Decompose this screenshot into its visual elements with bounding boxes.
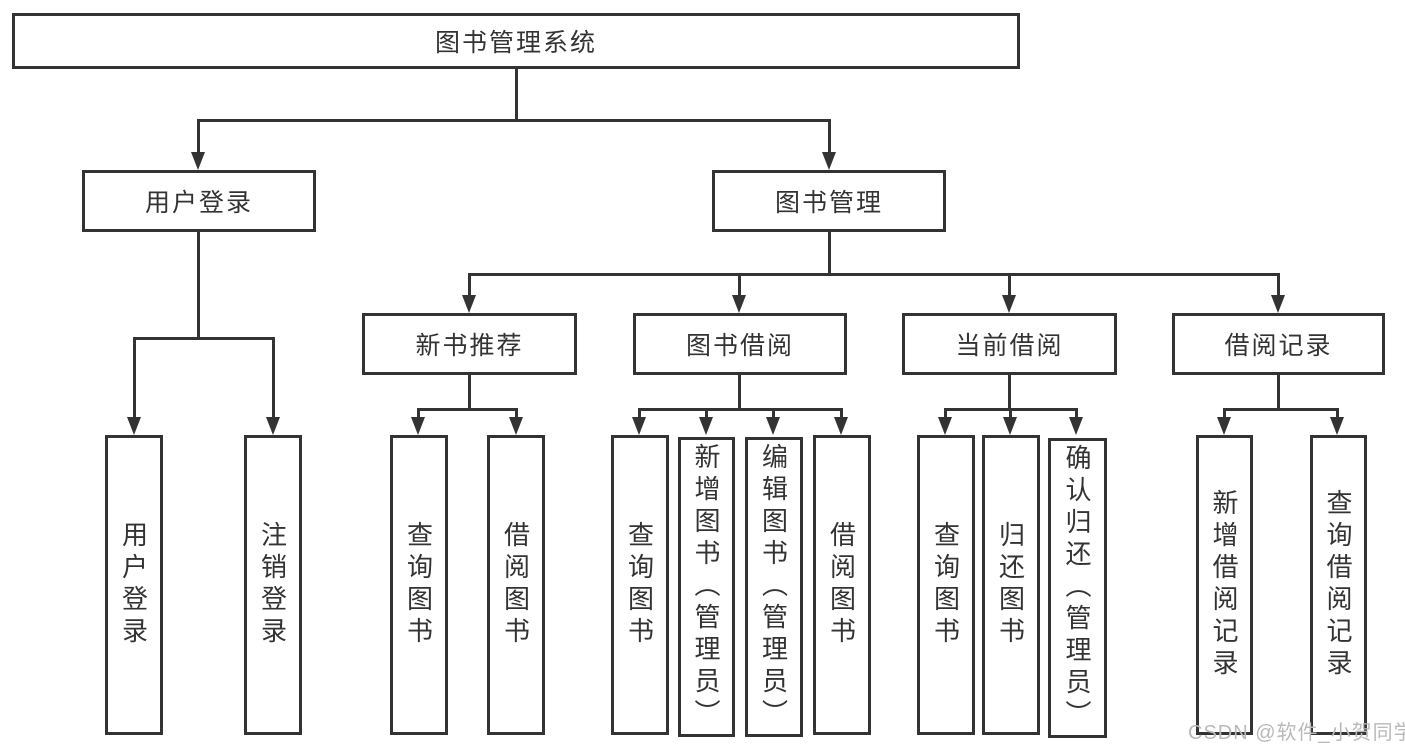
arrow-down-icon — [732, 295, 746, 313]
connector-line — [840, 408, 843, 422]
node-user-login: 用户登录 — [82, 170, 316, 232]
connector-line — [417, 408, 420, 422]
arrow-down-icon — [822, 152, 836, 170]
node-new-book-recommend: 新书推荐 — [362, 313, 577, 375]
csdn-watermark: CSDN @软件_小贺同学 — [1188, 722, 1405, 744]
connector-line — [738, 375, 741, 411]
arrow-down-icon — [1003, 417, 1017, 435]
connector-line — [515, 69, 518, 122]
connector-line — [133, 337, 136, 421]
arrow-down-icon — [411, 417, 425, 435]
leaf-user-login: 用户登录 — [105, 435, 163, 735]
leaf-borrow-books: 借阅图书 — [813, 435, 871, 735]
connector-line — [1008, 273, 1011, 299]
arrow-down-icon — [1069, 417, 1083, 435]
leaf-add-borrow-record: 新增借阅记录 — [1196, 435, 1253, 735]
connector-line — [738, 273, 741, 299]
arrow-down-icon — [834, 417, 848, 435]
connector-line — [638, 408, 641, 422]
connector-line — [944, 408, 947, 422]
arrow-down-icon — [509, 417, 523, 435]
connector-line — [1277, 375, 1280, 411]
connector-line — [468, 273, 471, 299]
connector-line — [638, 408, 843, 411]
leaf-borrow-books-recommend: 借阅图书 — [487, 435, 545, 735]
arrow-down-icon — [1002, 295, 1016, 313]
connector-line — [1277, 273, 1280, 299]
arrow-down-icon — [462, 295, 476, 313]
arrow-down-icon — [127, 417, 141, 435]
arrow-down-icon — [266, 417, 280, 435]
connector-line — [417, 408, 518, 411]
leaf-edit-books-admin: 编辑图书（管理员） — [745, 437, 803, 737]
connector-line — [515, 408, 518, 422]
arrow-down-icon — [1330, 417, 1344, 435]
connector-line — [828, 119, 831, 155]
leaf-query-books-borrow: 查询图书 — [611, 435, 669, 735]
connector-line — [1336, 408, 1339, 422]
connector-line — [1075, 408, 1078, 422]
arrow-down-icon — [1217, 417, 1231, 435]
arrow-down-icon — [938, 417, 952, 435]
node-book-borrowing: 图书借阅 — [633, 313, 847, 375]
connector-line — [1223, 408, 1226, 422]
node-borrowing-records: 借阅记录 — [1172, 313, 1385, 375]
connector-line — [197, 119, 831, 122]
connector-line — [1008, 375, 1011, 411]
connector-line — [197, 119, 200, 155]
arrow-down-icon — [699, 417, 713, 435]
arrow-down-icon — [191, 152, 205, 170]
connector-line — [133, 337, 275, 340]
arrow-down-icon — [632, 417, 646, 435]
leaf-query-borrow-record: 查询借阅记录 — [1310, 435, 1367, 735]
connector-line — [197, 232, 200, 340]
connector-line — [705, 408, 708, 422]
connector-line — [468, 375, 471, 411]
leaf-add-books-admin: 新增图书（管理员） — [678, 437, 735, 737]
arrow-down-icon — [1271, 295, 1285, 313]
node-book-management: 图书管理 — [712, 170, 946, 232]
connector-line — [1223, 408, 1339, 411]
connector-line — [468, 273, 1280, 276]
connector-line — [1009, 408, 1012, 422]
arrow-down-icon — [766, 417, 780, 435]
connector-line — [272, 337, 275, 421]
leaf-query-books-current: 查询图书 — [917, 435, 975, 735]
leaf-query-books-recommend: 查询图书 — [390, 435, 448, 735]
leaf-return-books: 归还图书 — [982, 435, 1040, 735]
leaf-logout: 注销登录 — [244, 435, 302, 735]
connector-line — [828, 232, 831, 276]
connector-line — [772, 408, 775, 422]
node-current-borrowing: 当前借阅 — [902, 313, 1117, 375]
leaf-confirm-return-admin: 确认归还（管理员） — [1048, 438, 1107, 738]
node-library-management-system: 图书管理系统 — [12, 13, 1020, 69]
